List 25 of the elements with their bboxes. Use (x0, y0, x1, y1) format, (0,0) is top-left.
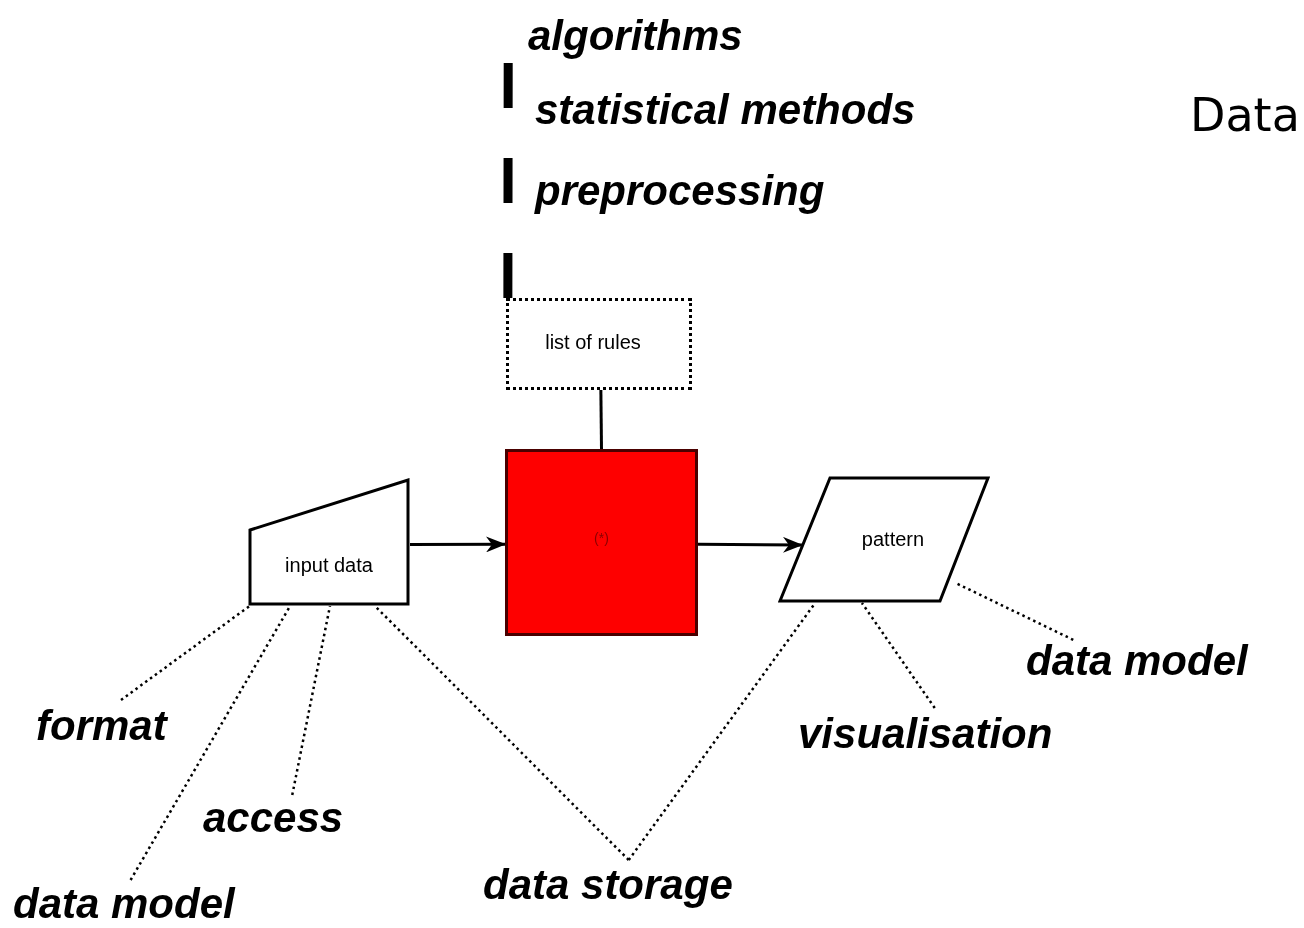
keyword-text: statistical methods (528, 82, 1048, 138)
dotted-line (503, 62, 513, 298)
dotted-line (120, 605, 251, 701)
keyword-text: preprocessing (528, 162, 928, 220)
keyword-text: data model (1026, 638, 1304, 684)
shape-label: input data (285, 553, 373, 578)
dotted-line (954, 581, 1074, 641)
keyword-text: visualisation (798, 708, 1116, 760)
keyword-text: format (36, 700, 206, 752)
arrow (410, 536, 506, 553)
keyword-text: data model (13, 880, 293, 928)
dotted-line (860, 602, 936, 709)
dotted-line (627, 602, 817, 861)
heading-text: Data (1190, 92, 1300, 138)
shape-label: pattern (861, 527, 925, 552)
dotted-line (374, 605, 630, 861)
keyword-text: access (203, 795, 378, 840)
process-box (505, 449, 698, 636)
box-label: list of rules (545, 330, 641, 355)
dotted-box (506, 298, 692, 390)
keyword-text: data storage (483, 860, 793, 910)
keyword-text: algorithms (505, 10, 825, 62)
box-label: (*) (594, 529, 609, 548)
arrow (698, 536, 803, 553)
dotted-line (129, 605, 292, 881)
